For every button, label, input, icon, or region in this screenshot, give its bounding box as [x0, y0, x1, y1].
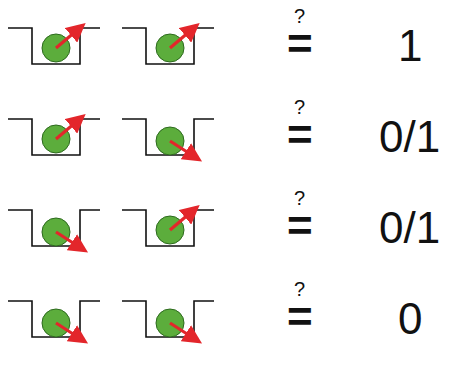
result-value: 1 — [398, 24, 422, 68]
result-value: 0 — [398, 297, 422, 341]
result-value: 0/1 — [379, 206, 440, 250]
well-pair — [8, 117, 214, 159]
equals-sign: = — [287, 295, 313, 339]
well-pair — [8, 301, 214, 341]
equals-sign: = — [287, 22, 313, 66]
result-value: 0/1 — [379, 115, 440, 159]
well-pair — [8, 208, 214, 250]
well-pair — [8, 26, 214, 64]
equals-sign: = — [287, 113, 313, 157]
equals-sign: = — [287, 204, 313, 248]
